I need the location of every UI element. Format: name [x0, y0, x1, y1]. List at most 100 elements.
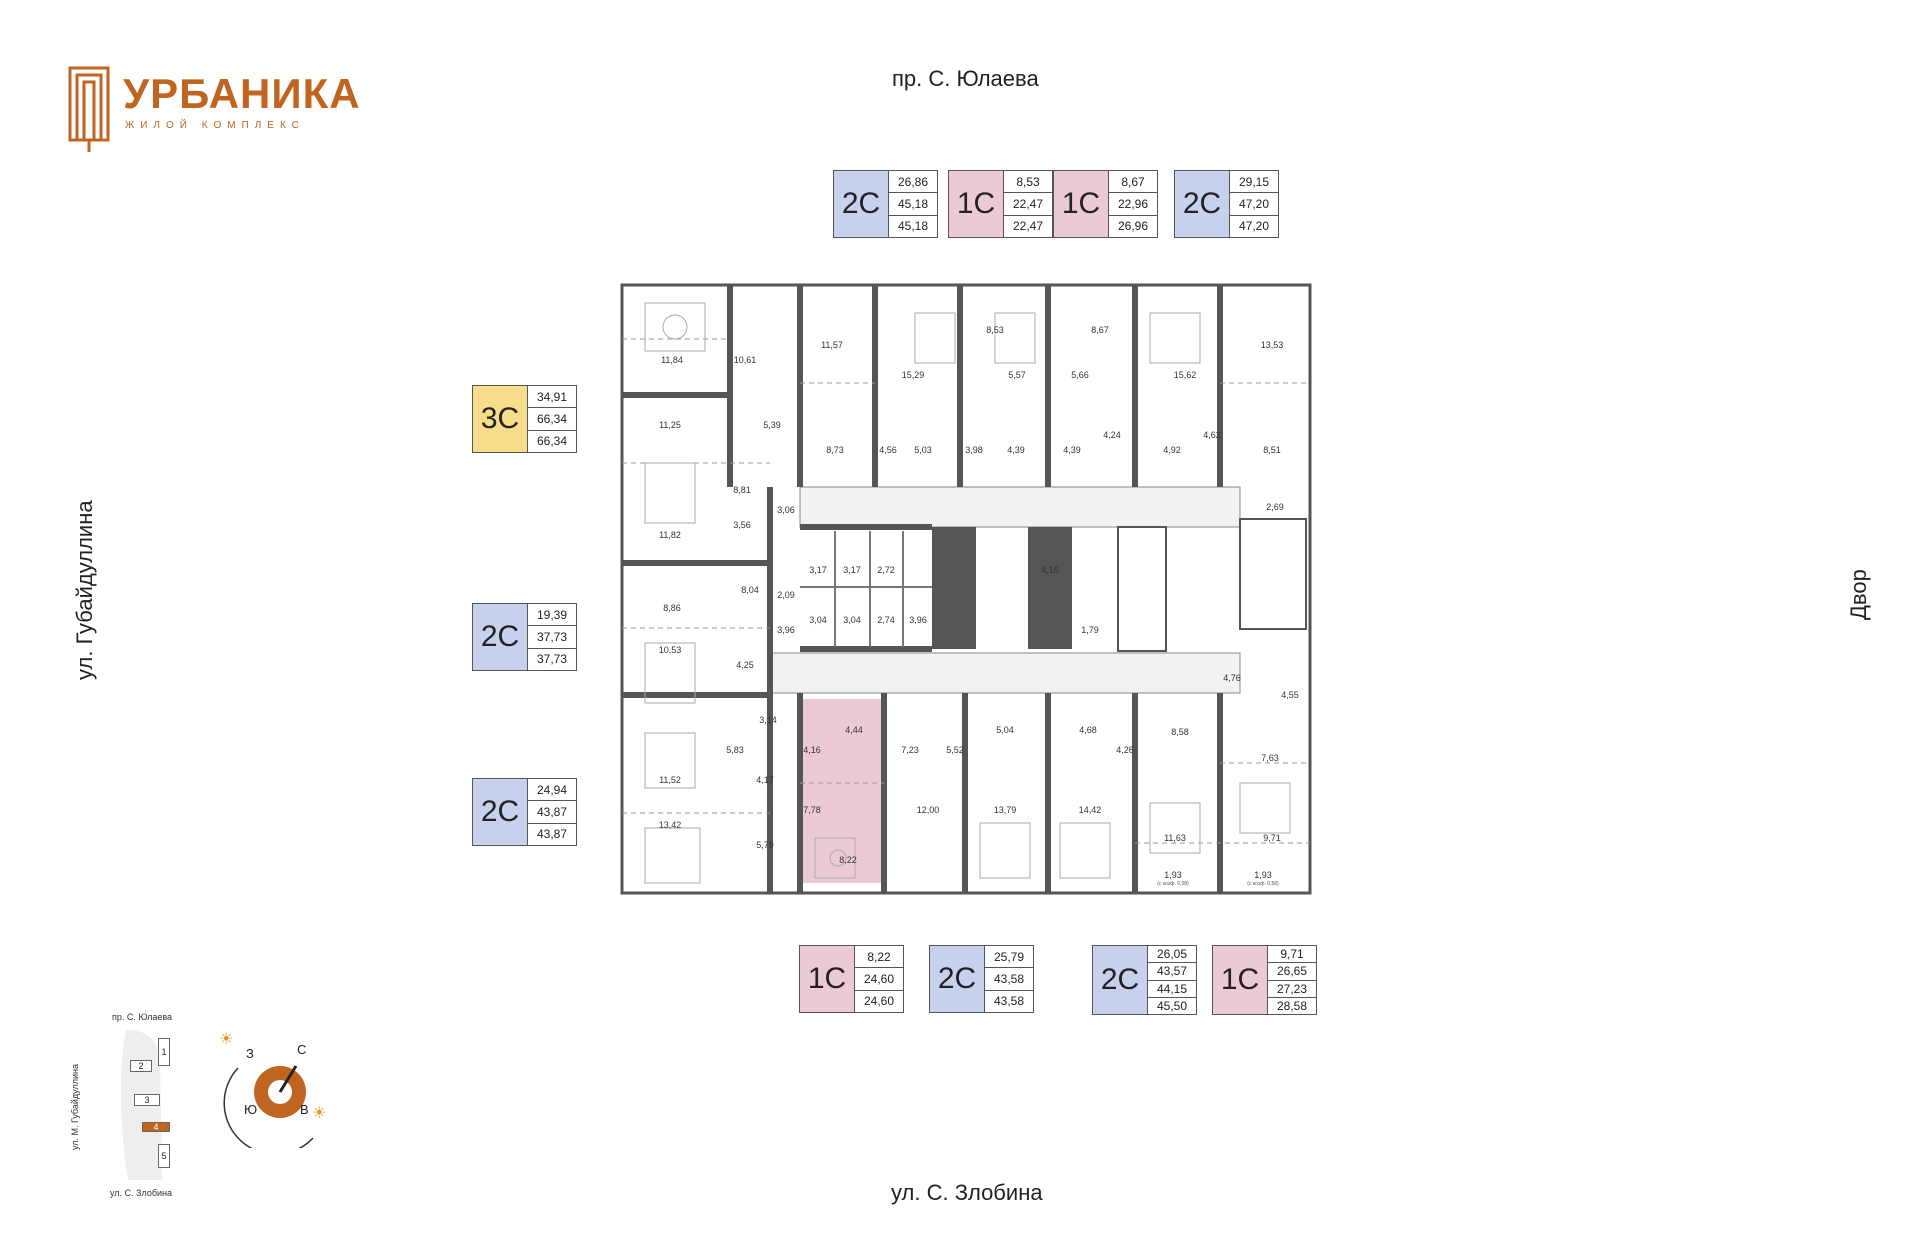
room-area: 3,96 [909, 615, 927, 625]
room-area: 8,22 [839, 855, 857, 865]
room-area: 15,29 [902, 370, 925, 380]
building-5[interactable]: 5 [158, 1144, 170, 1168]
compass-east: В [300, 1102, 309, 1117]
area-value: 66,34 [536, 434, 568, 449]
room-area: 4,62 [1203, 430, 1221, 440]
room-area: 4,76 [1223, 673, 1241, 683]
room-area: 4,16 [1041, 565, 1059, 575]
room-area: 8,04 [741, 585, 759, 595]
balcony-note: (с коэф. 0,58) [1157, 881, 1189, 887]
stairs [1117, 526, 1167, 652]
room-area: 3,17 [809, 565, 827, 575]
area-value: 24,94 [528, 779, 576, 802]
area-value: 22,47 [1012, 219, 1044, 234]
room-area: 10,61 [734, 355, 757, 365]
apartment-type: 2С [1093, 946, 1148, 1014]
area-value: 25,79 [985, 946, 1033, 969]
apartment-type: 2С [1175, 171, 1230, 237]
area-value: 9,71 [1268, 946, 1316, 964]
room-area: 5,39 [763, 420, 781, 430]
room-area: 3,56 [733, 520, 751, 530]
room-area: 14,42 [1079, 805, 1102, 815]
street-top: пр. С. Юлаева [892, 66, 1039, 91]
brand-subtitle: ЖИЛОЙ КОМПЛЕКС [125, 120, 305, 131]
room-area: 13,42 [659, 820, 682, 830]
room-area: 4,56 [879, 445, 897, 455]
room-area: 3,04 [843, 615, 861, 625]
area-value: 43,58 [993, 994, 1025, 1009]
room-area: 11,25 [659, 420, 681, 430]
room-area: 13,53 [1261, 340, 1284, 350]
elevator-shaft [1028, 527, 1072, 649]
room-area: 11,82 [659, 530, 681, 540]
room-area: 4,17 [756, 775, 774, 785]
room-area: 5,52 [946, 745, 964, 755]
area-value: 26,96 [1117, 219, 1149, 234]
building-1[interactable]: 1 [158, 1038, 170, 1066]
highlighted-apartment [798, 699, 884, 883]
area-value: 19,39 [528, 604, 576, 627]
room-area: 12,00 [917, 805, 940, 815]
room-area: 8,73 [826, 445, 844, 455]
area-value: 43,87 [536, 827, 568, 842]
room-area: 8,67 [1091, 325, 1109, 335]
room-area: 8,86 [663, 603, 681, 613]
room-area: 15,62 [1174, 370, 1197, 380]
street-bottom: ул. С. Злобина [891, 1180, 1043, 1205]
room-area: 5,57 [1008, 370, 1026, 380]
room-area: 2,69 [1266, 502, 1284, 512]
room-area: 11,84 [661, 355, 683, 365]
room-area: 4,44 [845, 725, 863, 735]
floor-plan: 11,84 10,61 11,57 15,29 8,53 5,57 8,67 5… [620, 283, 1312, 895]
room-area: 2,09 [777, 590, 795, 600]
building-3[interactable]: 3 [134, 1094, 160, 1106]
balcony-note: (с коэф. 0,58) [1247, 881, 1279, 887]
apartment-type: 2С [930, 946, 985, 1012]
room-area: 1,79 [1081, 625, 1099, 635]
area-value: 26,05 [1148, 946, 1196, 964]
room-area: 4,92 [1163, 445, 1181, 455]
apartment-type: 1С [1054, 171, 1109, 237]
area-value: 43,57 [1148, 963, 1196, 981]
room-area: 11,57 [821, 340, 843, 350]
room-area: 4,39 [1063, 445, 1081, 455]
area-value: 43,87 [528, 801, 576, 824]
room-area: 3,17 [843, 565, 861, 575]
area-value: 26,86 [889, 171, 937, 194]
room-area: 3,06 [777, 505, 795, 515]
building-2[interactable]: 2 [130, 1060, 152, 1072]
area-value: 27,23 [1268, 981, 1316, 998]
area-value: 26,65 [1268, 963, 1316, 981]
building-4[interactable]: 4 [142, 1122, 170, 1132]
room-area: 4,26 [1116, 745, 1134, 755]
area-value: 45,50 [1156, 998, 1188, 1013]
room-area: 9,71 [1263, 833, 1281, 843]
compass-icon [223, 1065, 314, 1148]
room-area: 8,81 [733, 485, 751, 495]
minimap-street-top: пр. С. Юлаева [112, 1012, 173, 1022]
room-area: 5,83 [726, 745, 744, 755]
apartment-type: 1С [1213, 946, 1268, 1014]
room-area: 13,79 [994, 805, 1017, 815]
room-area: 1,93 [1254, 870, 1272, 880]
area-value: 47,20 [1230, 193, 1278, 216]
elevator-shaft [932, 527, 976, 649]
room-area: 11,52 [659, 775, 681, 785]
minimap-street-bottom: ул. С. Злобина [110, 1188, 173, 1198]
area-value: 44,15 [1148, 981, 1196, 998]
room-area: 4,25 [736, 660, 754, 670]
room-area: 11,63 [1164, 833, 1186, 843]
compass-west: З [246, 1046, 254, 1061]
room-area: 5,03 [914, 445, 932, 455]
